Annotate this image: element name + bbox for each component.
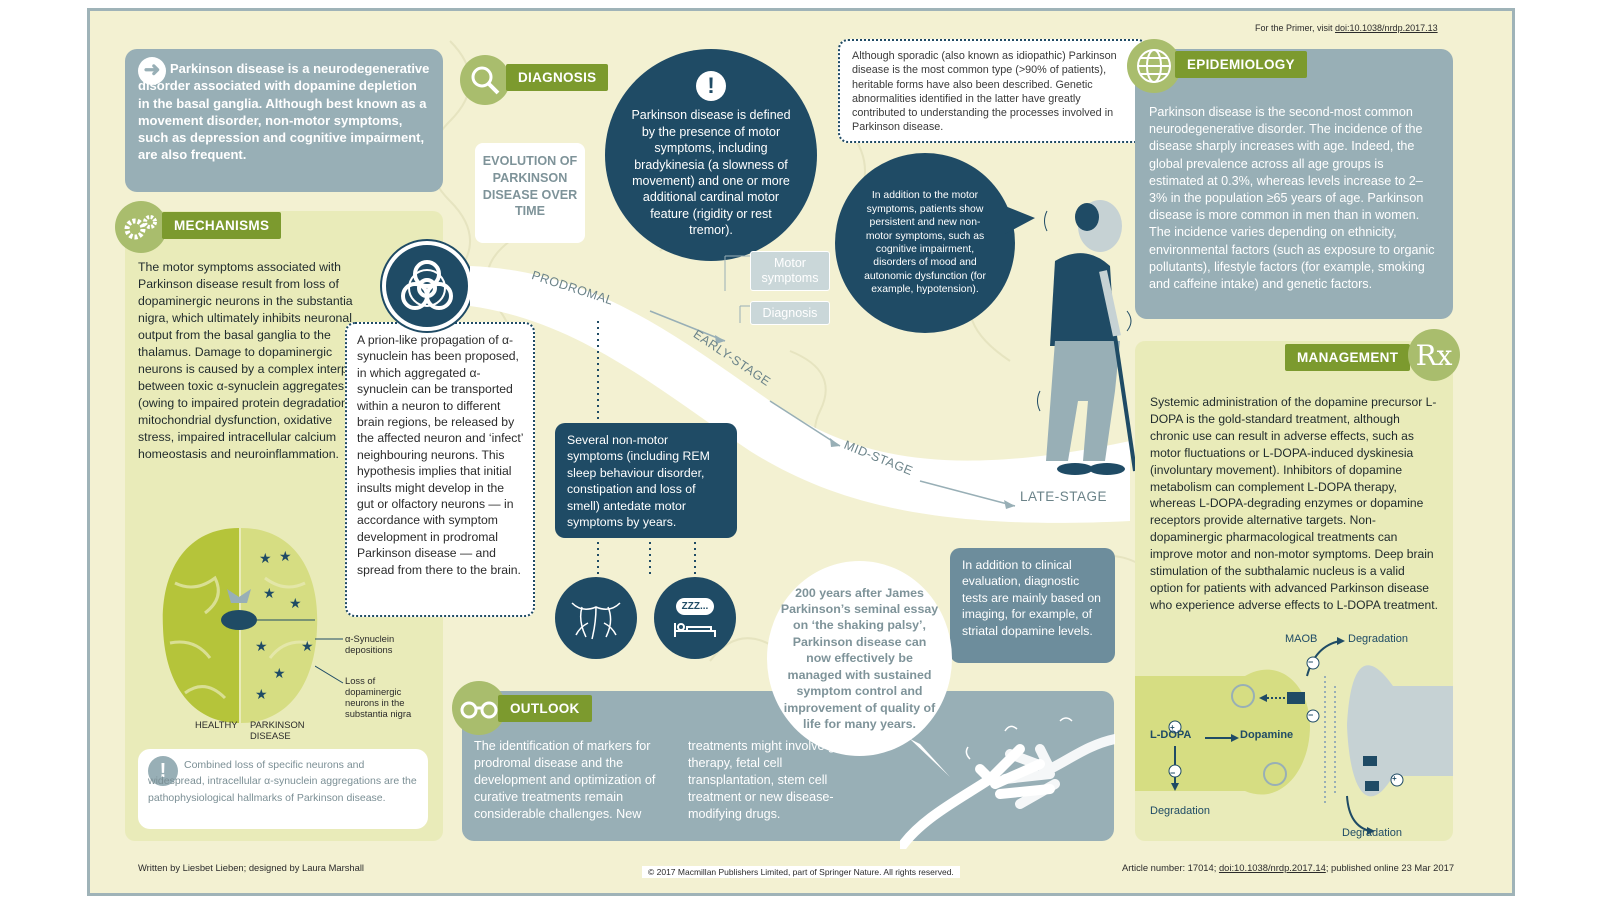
svg-text:★: ★ (259, 550, 272, 566)
label-degradation-1: Degradation (1348, 633, 1408, 645)
plus-receptor: + (1392, 774, 1397, 783)
years-bubble: 200 years after James Parkinson’s semina… (767, 561, 952, 756)
hallmark-text: Combined loss of specific neurons and wi… (148, 759, 417, 804)
neuron-icon (555, 577, 637, 659)
sporadic-box: Although sporadic (also known as idiopat… (838, 39, 1148, 143)
label-maob: MAOB (1285, 633, 1318, 645)
tag-motor-symptoms: Motor symptoms (750, 251, 830, 291)
article-info: Article number: 17014; doi:10.1038/nrdp.… (1122, 862, 1455, 873)
outlook-text-1: The identification of markers for prodro… (474, 739, 656, 821)
definition-circle: ! Parkinson disease is defined by the pr… (605, 49, 817, 261)
credits: Written by Liesbet Lieben; designed by L… (138, 862, 365, 873)
synuclein-stars: ★ ★ ★ ★ ★ ★ ★ ★ (255, 548, 314, 702)
tag-diagnosis: Diagnosis (750, 301, 830, 325)
globe-icon (1127, 39, 1181, 93)
label-healthy: HEALTHY (195, 719, 238, 730)
hands-illustration (900, 717, 1115, 849)
exclamation-icon: ! (696, 71, 726, 102)
gears-icon (115, 201, 167, 253)
diagnosis-title: DIAGNOSIS (506, 64, 609, 91)
label-leaders (315, 638, 344, 684)
label-dopamine: Dopamine (1240, 729, 1294, 741)
biohazard-icon (382, 241, 472, 331)
minus-transporter: − (1308, 710, 1314, 720)
label-ldopa: L-DOPA (1150, 729, 1192, 741)
minus-maob: − (1308, 657, 1314, 667)
svg-text:★: ★ (273, 665, 286, 681)
elderly-patient-figure (1037, 200, 1135, 475)
epidemiology-title: EPIDEMIOLOGY (1175, 51, 1307, 78)
primer-note: For the Primer, visit doi:10.1038/nrdp.2… (1255, 23, 1438, 33)
prion-text: A prion-like propagation of α-synuclein … (357, 333, 524, 577)
connectors (597, 321, 696, 576)
sporadic-text: Although sporadic (also known as idiopat… (852, 50, 1117, 134)
brain-illustration: ★ ★ ★ ★ ★ ★ ★ ★ (162, 528, 318, 723)
label-degradation-2: Degradation (1150, 805, 1210, 817)
svg-text:★: ★ (255, 638, 268, 654)
plus-ldopa: + (1170, 723, 1175, 732)
mechanisms-text: The motor symptoms associated with Parki… (138, 260, 364, 461)
outlook-text-2: treatments might involve gene therapy, f… (688, 739, 857, 821)
arrow-right-icon: ➜ (138, 57, 166, 85)
nonmotor-bubble-text: In addition to the motor symptoms, patie… (864, 190, 986, 296)
years-bubble-tail (910, 739, 950, 777)
article-link[interactable]: doi:10.1038/nrdp.2017.14 (1218, 862, 1326, 873)
evolution-label: EVOLUTION OF PARKINSON DISEASE OVER TIME (475, 143, 585, 243)
epidemiology-text: Parkinson disease is the second-most com… (1149, 105, 1435, 292)
svg-text:★: ★ (279, 548, 292, 564)
synapse-diagram (1135, 637, 1453, 835)
management-text: Systemic administration of the dopamine … (1150, 395, 1438, 612)
epidemiology-panel: Parkinson disease is the second-most com… (1135, 49, 1453, 319)
imaging-box: In addition to clinical evaluation, diag… (950, 548, 1115, 663)
bubble-tail (1005, 206, 1035, 234)
intro-text: Parkinson disease is a neurodegenerative… (138, 61, 430, 163)
exclamation-icon: ! (148, 756, 178, 786)
mechanisms-title: MECHANISMS (162, 212, 282, 239)
svg-text:★: ★ (255, 686, 268, 702)
outlook-title: OUTLOOK (498, 695, 592, 722)
label-parkinson: PARKINSON DISEASE (250, 719, 305, 741)
zzz-bubble: ZZZ... (675, 597, 715, 615)
minus-degradation: − (1170, 768, 1176, 778)
rx-icon: Rx (1408, 329, 1460, 381)
years-bubble-text: 200 years after James Parkinson’s semina… (780, 585, 939, 731)
stage-late: LATE-STAGE (1020, 489, 1108, 504)
management-title: MANAGEMENT (1285, 344, 1411, 371)
prion-box: A prion-like propagation of α-synuclein … (345, 322, 535, 617)
intro-box: ➜ Parkinson disease is a neurodegenerati… (125, 49, 443, 192)
label-degradation-3: Degradation (1342, 827, 1402, 839)
infographic-frame: For the Primer, visit doi:10.1038/nrdp.2… (87, 8, 1515, 896)
label-synuclein: α-Synuclein depositions (345, 633, 395, 655)
hallmark-note: ! Combined loss of specific neurons and … (138, 749, 428, 829)
binoculars-icon (452, 681, 506, 735)
nonmotor-bubble: In addition to the motor symptoms, patie… (835, 153, 1015, 333)
svg-text:★: ★ (289, 595, 302, 611)
copyright: © 2017 Macmillan Publishers Limited, par… (642, 866, 960, 878)
bed-icon: ZZZ... (654, 577, 736, 659)
nonmotor-box: Several non-motor symptoms (including RE… (555, 423, 737, 538)
svg-text:★: ★ (263, 585, 276, 601)
magnifier-icon (460, 55, 510, 105)
label-neuron-loss: Loss of dopaminergic neurons in the subs… (345, 675, 412, 719)
primer-link[interactable]: doi:10.1038/nrdp.2017.13 (1335, 23, 1438, 33)
svg-text:★: ★ (301, 638, 314, 654)
definition-text: Parkinson disease is defined by the pres… (631, 108, 791, 238)
